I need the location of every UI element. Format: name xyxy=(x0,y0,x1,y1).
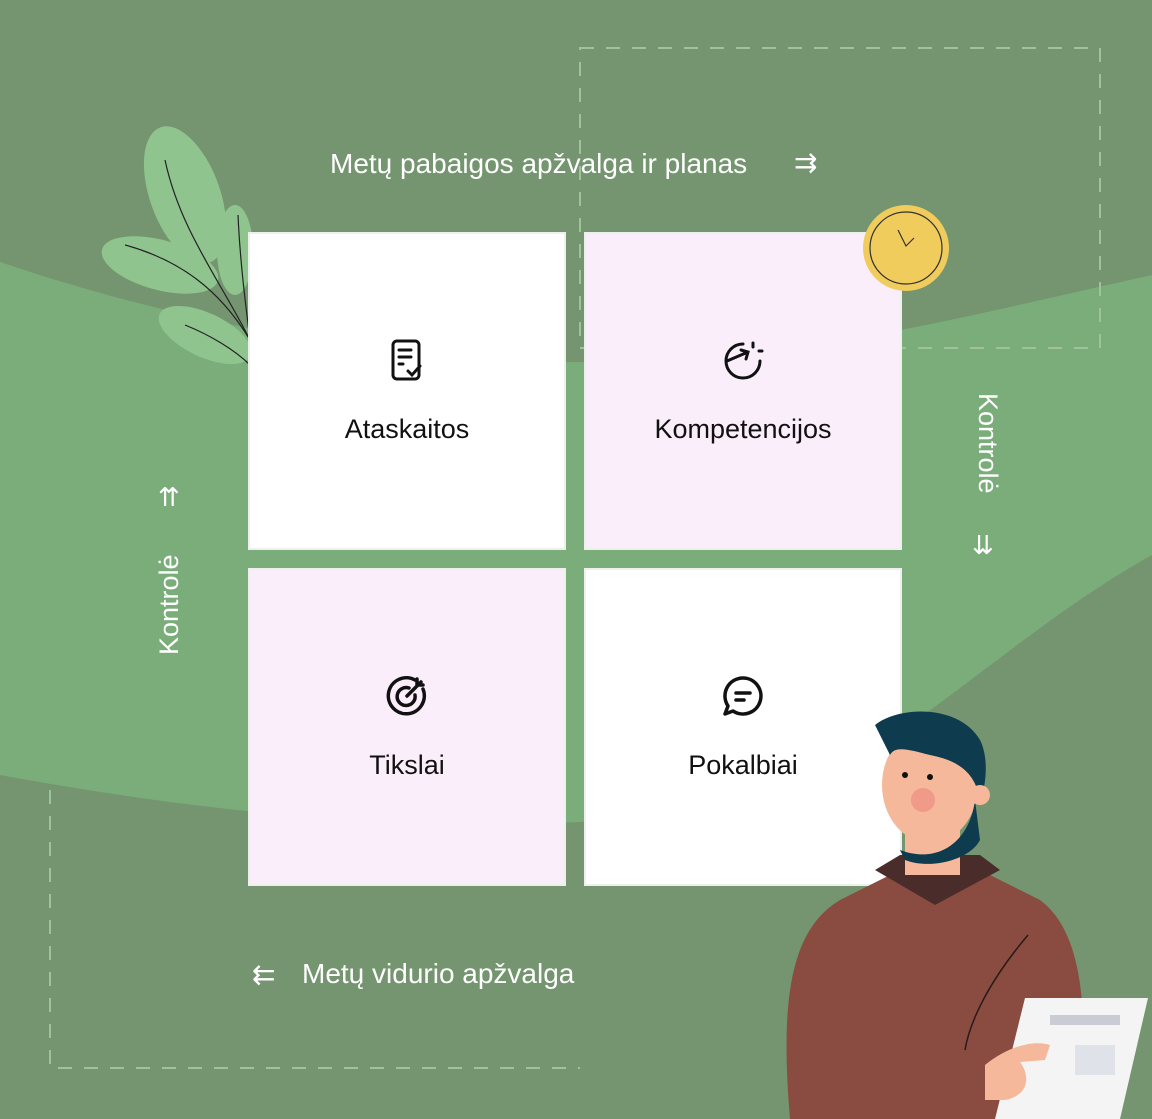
left-double-arrow-icon: ⇇ xyxy=(252,959,276,990)
right-control-label: Kontrolė xyxy=(973,393,1003,494)
right-double-arrow-icon: ⇉ xyxy=(794,147,818,178)
clock-icon xyxy=(863,205,949,291)
dashed-frame-bottom-left xyxy=(49,790,580,1069)
card-tikslai: Tikslai xyxy=(248,568,566,886)
up-double-arrow-icon: ⇈ xyxy=(158,482,180,512)
top-flow-label: Metų pabaigos apžvalga ir planas xyxy=(330,148,748,179)
down-double-arrow-icon: ⇊ xyxy=(972,530,994,560)
person-illustration xyxy=(786,711,1148,1119)
bottom-flow-label: Metų vidurio apžvalga xyxy=(302,958,575,989)
growth-chart-icon xyxy=(724,341,764,380)
card-label: Kompetencijos xyxy=(654,414,832,444)
chat-bubble-icon xyxy=(723,676,763,716)
left-control-label: Kontrolė xyxy=(154,554,184,655)
target-icon xyxy=(386,676,427,716)
leaves-illustration xyxy=(101,126,253,366)
card-pokalbiai: Pokalbiai xyxy=(584,568,902,886)
card-label: Ataskaitos xyxy=(344,414,470,444)
card-label: Tikslai xyxy=(369,750,445,780)
card-ataskaitos: Ataskaitos xyxy=(248,232,566,550)
card-label: Pokalbiai xyxy=(688,750,798,780)
card-kompetencijos: Kompetencijos xyxy=(584,232,902,550)
report-check-icon xyxy=(391,339,422,381)
